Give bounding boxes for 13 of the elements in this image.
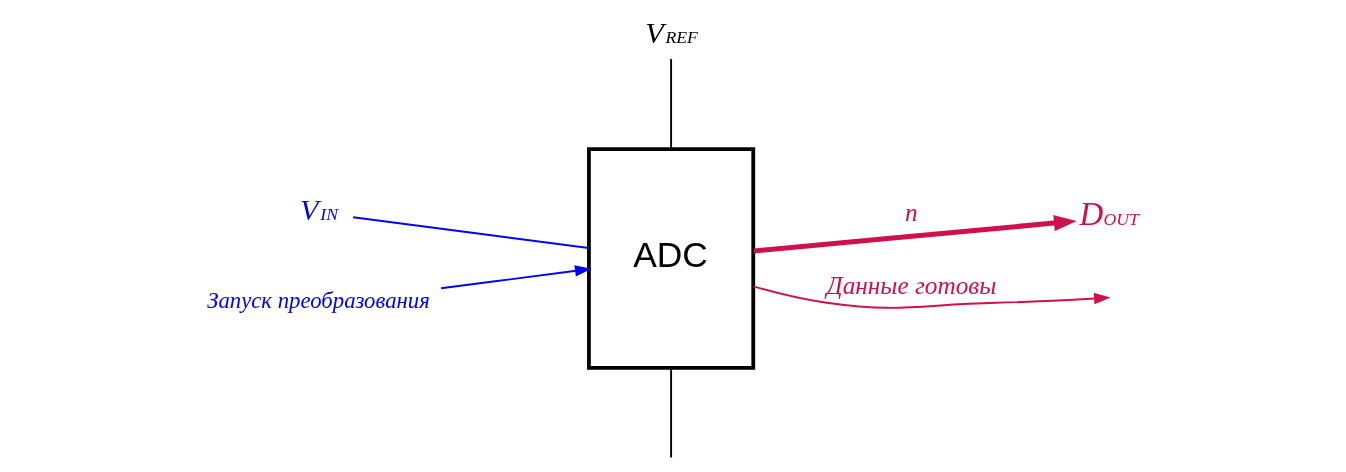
edge-label: n — [904, 197, 918, 226]
arrow — [752, 285, 1111, 309]
arrow — [440, 265, 592, 290]
node-box: ADC — [587, 147, 756, 370]
connector — [670, 367, 673, 459]
node-text: VIN — [300, 192, 338, 227]
node-text: DOUT — [1079, 195, 1139, 232]
arrow — [753, 215, 1077, 254]
connector — [352, 216, 590, 249]
connector — [670, 58, 673, 150]
node-text: VREF — [645, 15, 698, 50]
edge-label: Данные готовы — [826, 270, 997, 299]
node-text: Запуск преобразования — [207, 288, 430, 314]
